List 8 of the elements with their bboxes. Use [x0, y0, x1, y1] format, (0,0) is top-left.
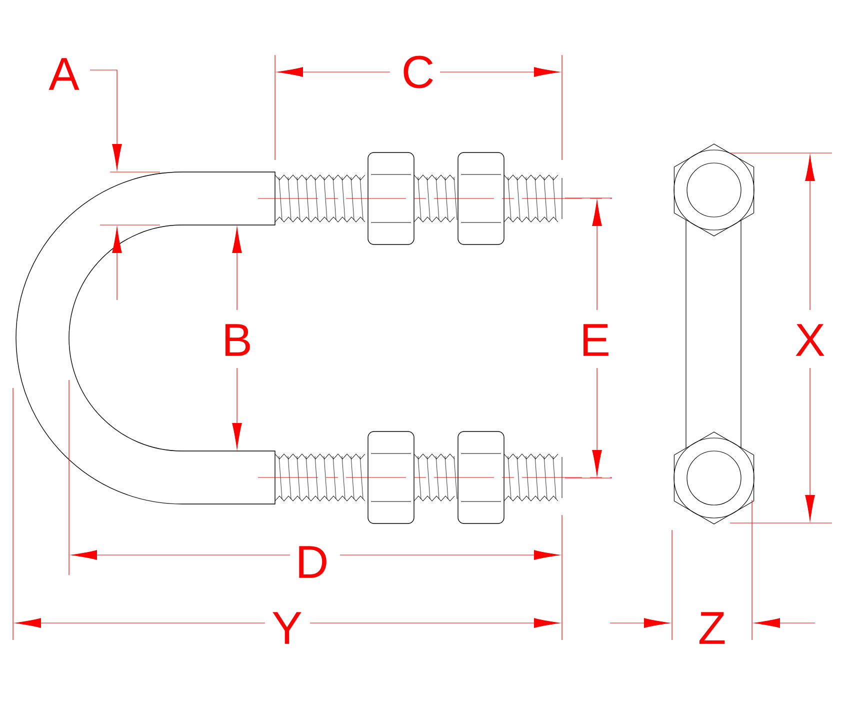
dimension-label: E — [583, 324, 608, 356]
dimension-label: X — [796, 324, 824, 356]
dimension-label: B — [225, 324, 250, 356]
dimension-label: Z — [699, 612, 725, 644]
dimension-label: D — [299, 546, 326, 578]
dimension-label: A — [48, 58, 80, 90]
dimension-label: Y — [272, 612, 302, 644]
dimension-label: C — [404, 56, 433, 88]
